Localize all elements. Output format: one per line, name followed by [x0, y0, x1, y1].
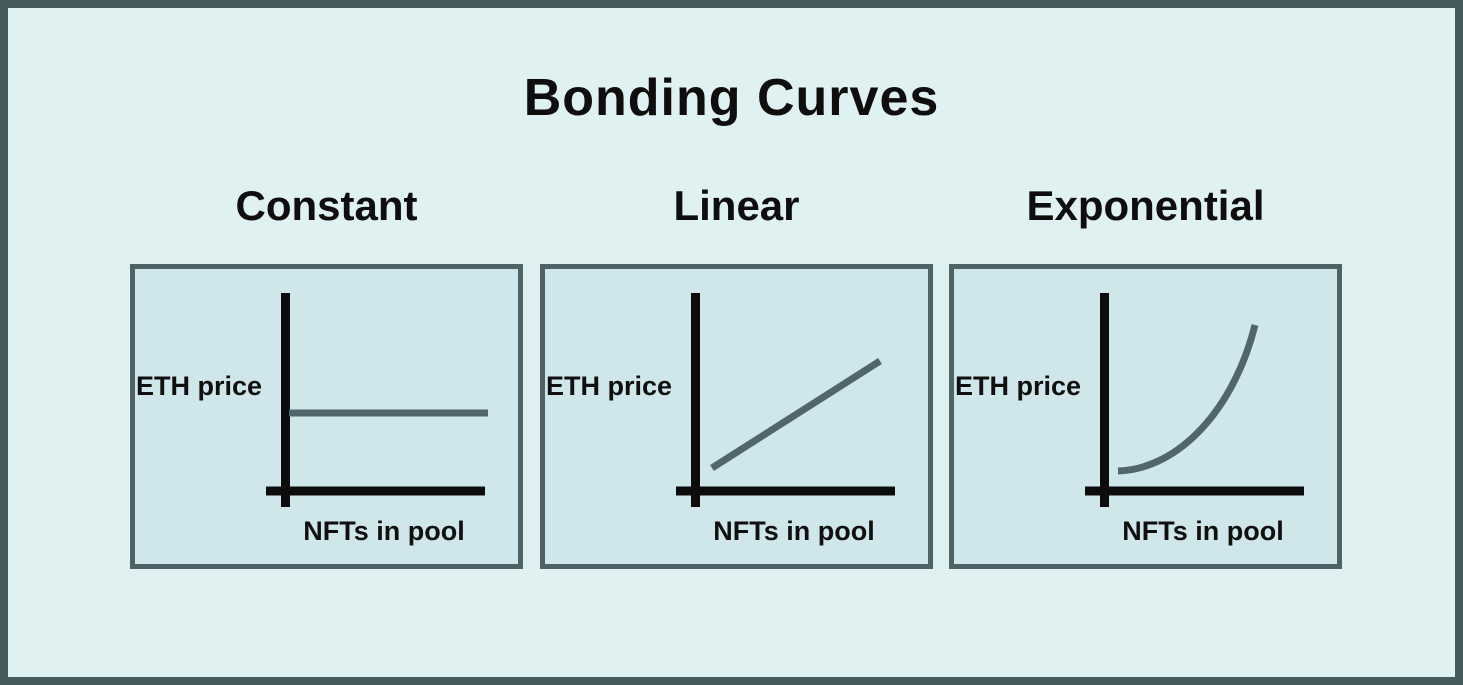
panel-title-exponential: Exponential [1026, 182, 1265, 229]
y-axis-label: ETH price [955, 371, 1081, 401]
panel-box-linear: ETH price NFTs in pool [540, 264, 933, 569]
exponential-curve [1117, 324, 1259, 475]
panel-linear: Linear ETH price NFTs in pool [540, 178, 933, 569]
panel-box-constant: ETH price NFTs in pool [130, 264, 523, 569]
page-title: Bonding Curves [523, 69, 940, 127]
panel-title-constant: Constant [235, 182, 418, 229]
x-axis-label: NFTs in pool [713, 516, 874, 546]
panel-title-linear: Linear [673, 182, 800, 229]
constant-chart: ETH price NFTs in pool [136, 293, 488, 546]
linear-curve [710, 358, 882, 471]
x-axis-label: NFTs in pool [303, 516, 464, 546]
x-axis-label: NFTs in pool [1122, 516, 1283, 546]
exponential-chart: ETH price NFTs in pool [955, 293, 1304, 546]
panel-box-exponential: ETH price NFTs in pool [949, 264, 1342, 569]
panel-exponential: Exponential ETH price NFTs in pool [949, 178, 1342, 569]
linear-chart: ETH price NFTs in pool [546, 293, 895, 546]
y-axis-label: ETH price [136, 371, 262, 401]
y-axis-label: ETH price [546, 371, 672, 401]
panel-constant: Constant ETH price NFTs in pool [130, 178, 523, 569]
